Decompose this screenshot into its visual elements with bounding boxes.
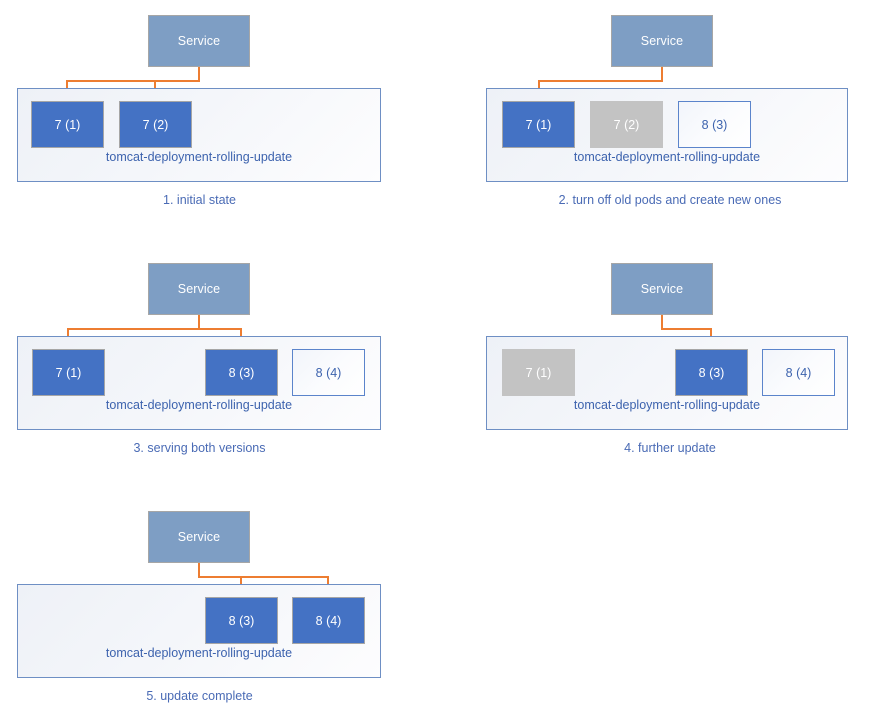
panel-further-update: Service tomcat-deployment-rolling-update… <box>435 248 870 478</box>
pod-8-3[interactable]: 8 (3) <box>675 349 748 396</box>
panel-caption: 5. update complete <box>146 689 253 703</box>
pod-label: 8 (3) <box>228 613 255 628</box>
pod-label: 8 (4) <box>315 613 342 628</box>
pod-8-3[interactable]: 8 (3) <box>205 597 278 644</box>
service-box[interactable]: Service <box>148 263 250 315</box>
pod-8-4[interactable]: 8 (4) <box>292 349 365 396</box>
pod-8-3[interactable]: 8 (3) <box>205 349 278 396</box>
pod-8-4[interactable]: 8 (4) <box>292 597 365 644</box>
service-box[interactable]: Service <box>148 511 250 563</box>
pod-7-1[interactable]: 7 (1) <box>502 349 575 396</box>
service-box[interactable]: Service <box>611 263 713 315</box>
panel-initial-state: Service tomcat-deployment-rolling-update… <box>0 0 435 230</box>
pod-label: 8 (3) <box>228 365 255 380</box>
pod-label: 8 (4) <box>785 365 812 380</box>
service-box[interactable]: Service <box>148 15 250 67</box>
pod-label: 7 (2) <box>613 117 640 132</box>
pod-label: 7 (1) <box>525 365 552 380</box>
service-label: Service <box>640 34 684 48</box>
deployment-label: tomcat-deployment-rolling-update <box>105 646 293 660</box>
pod-label: 8 (4) <box>315 365 342 380</box>
pod-label: 7 (1) <box>55 365 82 380</box>
pod-8-4[interactable]: 8 (4) <box>762 349 835 396</box>
deployment-label: tomcat-deployment-rolling-update <box>105 150 293 164</box>
pod-label: 7 (1) <box>54 117 81 132</box>
panel-update-complete: Service tomcat-deployment-rolling-update… <box>0 496 435 718</box>
panel-serving-both-versions: Service tomcat-deployment-rolling-update… <box>0 248 435 478</box>
panel-caption: 2. turn off old pods and create new ones <box>558 193 782 207</box>
pod-8-3[interactable]: 8 (3) <box>678 101 751 148</box>
panel-caption: 4. further update <box>624 441 716 455</box>
panel-caption: 1. initial state <box>163 193 236 207</box>
pod-7-1[interactable]: 7 (1) <box>502 101 575 148</box>
deployment-label: tomcat-deployment-rolling-update <box>573 150 761 164</box>
pod-label: 8 (3) <box>701 117 728 132</box>
deployment-label: tomcat-deployment-rolling-update <box>105 398 293 412</box>
deployment-label: tomcat-deployment-rolling-update <box>573 398 761 412</box>
panel-caption: 3. serving both versions <box>133 441 266 455</box>
pod-7-1[interactable]: 7 (1) <box>31 101 104 148</box>
service-label: Service <box>177 282 221 296</box>
pod-label: 7 (1) <box>525 117 552 132</box>
service-label: Service <box>177 530 221 544</box>
service-box[interactable]: Service <box>611 15 713 67</box>
panel-turn-off-old-pods: Service tomcat-deployment-rolling-update… <box>435 0 870 230</box>
pod-label: 8 (3) <box>698 365 725 380</box>
pod-7-2[interactable]: 7 (2) <box>590 101 663 148</box>
service-label: Service <box>640 282 684 296</box>
service-label: Service <box>177 34 221 48</box>
pod-7-2[interactable]: 7 (2) <box>119 101 192 148</box>
pod-7-1[interactable]: 7 (1) <box>32 349 105 396</box>
pod-label: 7 (2) <box>142 117 169 132</box>
